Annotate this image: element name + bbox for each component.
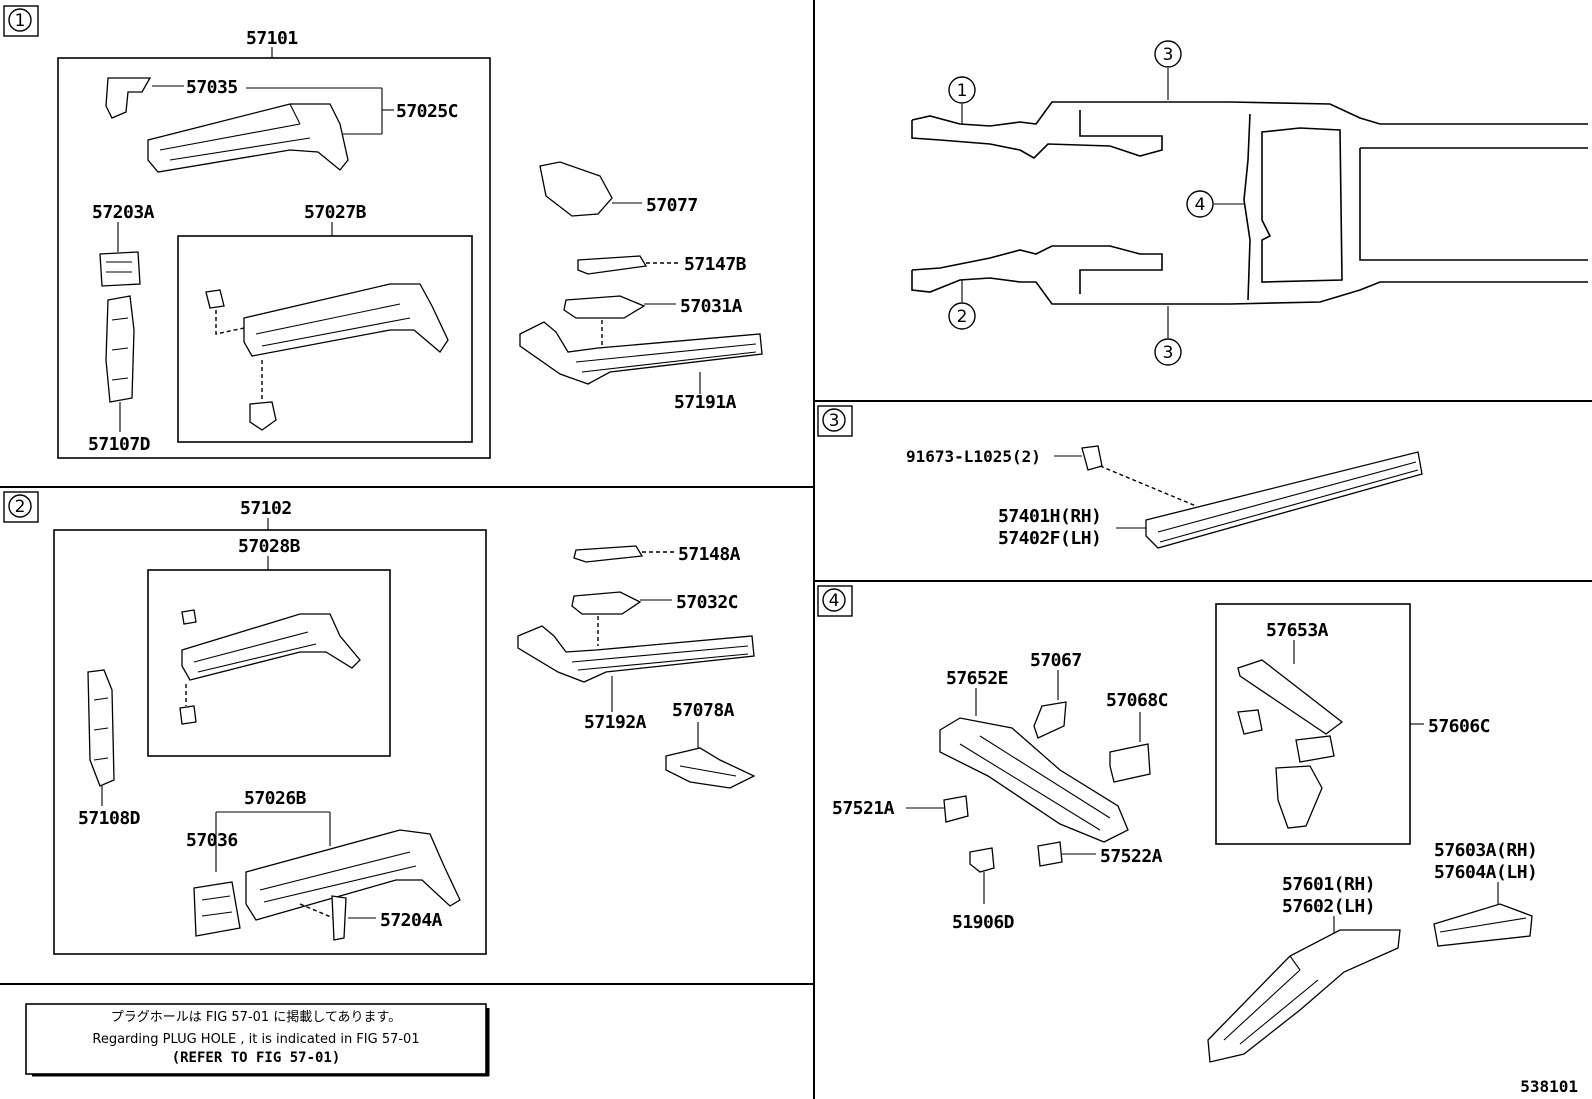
label-57402F: 57402F(LH): [998, 528, 1101, 549]
label-57203A: 57203A: [92, 202, 155, 223]
label-57077: 57077: [646, 195, 698, 216]
assembly-box-57028B: [147, 569, 391, 757]
part-57032C-shape: [571, 591, 642, 615]
label-91673-L1025: 91673-L1025(2): [906, 447, 1041, 466]
label-57032C: 57032C: [676, 592, 738, 613]
part-57653A-bracket-3: [1275, 765, 1323, 829]
label-57604A: 57604A(LH): [1434, 862, 1537, 883]
label-57602: 57602(LH): [1282, 896, 1375, 917]
label-57603A: 57603A(RH): [1434, 840, 1537, 861]
label-57521A: 57521A: [832, 798, 895, 819]
section-badge-1: 1: [3, 5, 39, 37]
part-57147B-shape: [577, 255, 648, 275]
part-57031A-shape: [563, 295, 646, 319]
part-57028B-clip: [181, 609, 197, 625]
label-57601: 57601(RH): [1282, 874, 1375, 895]
label-57108D: 57108D: [78, 808, 141, 829]
label-57101: 57101: [246, 28, 298, 49]
label-57192A: 57192A: [584, 712, 647, 733]
part-57108D-shape: [87, 669, 115, 787]
part-57601-shape: [1207, 929, 1401, 1063]
svg-text:4: 4: [829, 591, 840, 611]
label-57204A: 57204A: [380, 910, 443, 931]
label-57148A: 57148A: [678, 544, 741, 565]
part-57653A-bracket-1: [1237, 709, 1263, 735]
label-57653A: 57653A: [1266, 620, 1329, 641]
label-57606C: 57606C: [1428, 716, 1490, 737]
part-57203A-shape: [99, 251, 141, 287]
label-57035: 57035: [186, 77, 238, 98]
overview-callout-3-bottom: 3: [1154, 306, 1182, 366]
svg-text:3: 3: [1163, 45, 1174, 65]
note-line-english: Regarding PLUG HOLE , it is indicated in…: [92, 1032, 419, 1047]
part-57148A-shape: [573, 545, 644, 563]
label-57026B: 57026B: [244, 788, 307, 809]
label-57522A: 57522A: [1100, 846, 1163, 867]
part-57653A-bracket-2: [1295, 735, 1335, 763]
label-57191A: 57191A: [674, 392, 737, 413]
label-57147B: 57147B: [684, 254, 747, 275]
overview-callout-1: 1: [948, 76, 976, 124]
part-57522A-shape: [1037, 841, 1063, 867]
part-57025C-shape: [147, 103, 349, 173]
assembly-box-57102: [53, 529, 487, 955]
label-51906D: 51906D: [952, 912, 1015, 933]
part-57191A-shape: [519, 321, 763, 385]
part-57068C-shape: [1109, 743, 1151, 783]
part-57077-shape: [539, 161, 613, 217]
part-57027B-clip: [205, 289, 225, 309]
section-badge-2: 2: [3, 491, 39, 523]
overview-callout-3-top: 3: [1154, 40, 1182, 100]
label-57036: 57036: [186, 830, 238, 851]
label-57025C: 57025C: [396, 101, 458, 122]
part-57028B-plug: [179, 705, 197, 725]
part-57521A-shape: [943, 795, 969, 823]
plug-hole-note: プラグホールは FIG 57-01 に掲載してあります。 Regarding P…: [25, 1003, 490, 1077]
part-57652E-shape: [939, 717, 1129, 843]
assembly-box-57027B: [177, 235, 473, 443]
part-57035-shape: [105, 77, 152, 119]
svg-text:1: 1: [957, 81, 968, 101]
part-57036-shape: [193, 881, 241, 937]
svg-text:3: 3: [1163, 343, 1174, 363]
label-57078A: 57078A: [672, 700, 735, 721]
part-57028B-rail: [181, 613, 361, 681]
svg-text:2: 2: [957, 307, 968, 327]
note-line-japanese: プラグホールは FIG 57-01 に掲載してあります。: [111, 1009, 401, 1025]
overview-callout-4: 4: [1186, 190, 1244, 218]
label-57031A: 57031A: [680, 296, 743, 317]
label-57027B: 57027B: [304, 202, 367, 223]
svg-text:3: 3: [829, 411, 840, 431]
label-57028B: 57028B: [238, 536, 301, 557]
part-57027B-plug: [249, 401, 277, 431]
section-badge-3: 3: [817, 405, 853, 437]
label-57652E: 57652E: [946, 668, 1008, 689]
part-51906D-shape: [969, 847, 995, 873]
svg-text:4: 4: [1195, 195, 1206, 215]
svg-text:2: 2: [15, 497, 26, 517]
label-57102: 57102: [240, 498, 292, 519]
part-57067-shape: [1033, 701, 1067, 739]
figure-id: 538101: [1520, 1077, 1578, 1096]
part-57026B-rail: [245, 829, 461, 921]
label-57067: 57067: [1030, 650, 1082, 671]
body-overview: [911, 101, 1588, 305]
label-57401H: 57401H(RH): [998, 506, 1101, 527]
part-57653A-shape: [1237, 659, 1344, 735]
label-57068C: 57068C: [1106, 690, 1168, 711]
part-57401H-rail: [1145, 451, 1423, 549]
overview-callout-2: 2: [948, 280, 976, 330]
note-line-refer: (REFER TO FIG 57-01): [172, 1050, 341, 1066]
bolt-91673-shape: [1081, 445, 1103, 471]
part-57204A-shape: [331, 895, 347, 941]
label-57107D: 57107D: [88, 434, 151, 455]
part-57078A-shape: [665, 747, 756, 789]
svg-text:1: 1: [15, 11, 26, 31]
part-57192A-shape: [517, 625, 755, 683]
section-badge-4: 4: [817, 585, 853, 617]
part-57027B-rail: [243, 283, 449, 357]
assembly-box-57101: [57, 57, 491, 459]
